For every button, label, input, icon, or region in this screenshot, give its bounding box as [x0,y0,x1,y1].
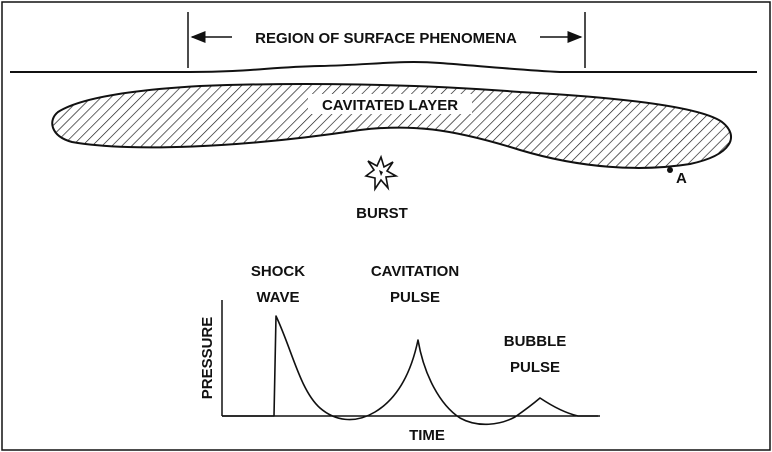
cavitation-pulse-label-line1: CAVITATION [371,263,459,280]
y-axis-label: PRESSURE [199,317,216,400]
shock-wave-label-line2: WAVE [256,289,299,306]
bubble-pulse-label-line1: BUBBLE [504,333,567,350]
water-surface-line [10,61,757,73]
burst-icon [364,154,399,192]
cavitated-layer-label: CAVITATED LAYER [322,97,458,114]
region-bracket: REGION OF SURFACE PHENOMENA [187,12,586,68]
x-axis-label: TIME [409,427,445,444]
cavitation-pulse-label-line2: PULSE [390,289,440,306]
shock-wave-label-line1: SHOCK [251,263,305,280]
point-a-label: A [676,170,687,187]
cavitated-label-backing [308,94,472,114]
burst-label: BURST [356,205,408,222]
pressure-time-graph: SHOCK WAVE CAVITATION PULSE BUBBLE PULSE… [199,263,600,444]
bubble-pulse-label-line2: PULSE [510,359,560,376]
region-label: REGION OF SURFACE PHENOMENA [255,30,517,47]
cavitated-layer [51,83,732,169]
pressure-curve [222,315,598,426]
point-a-marker [667,167,673,173]
